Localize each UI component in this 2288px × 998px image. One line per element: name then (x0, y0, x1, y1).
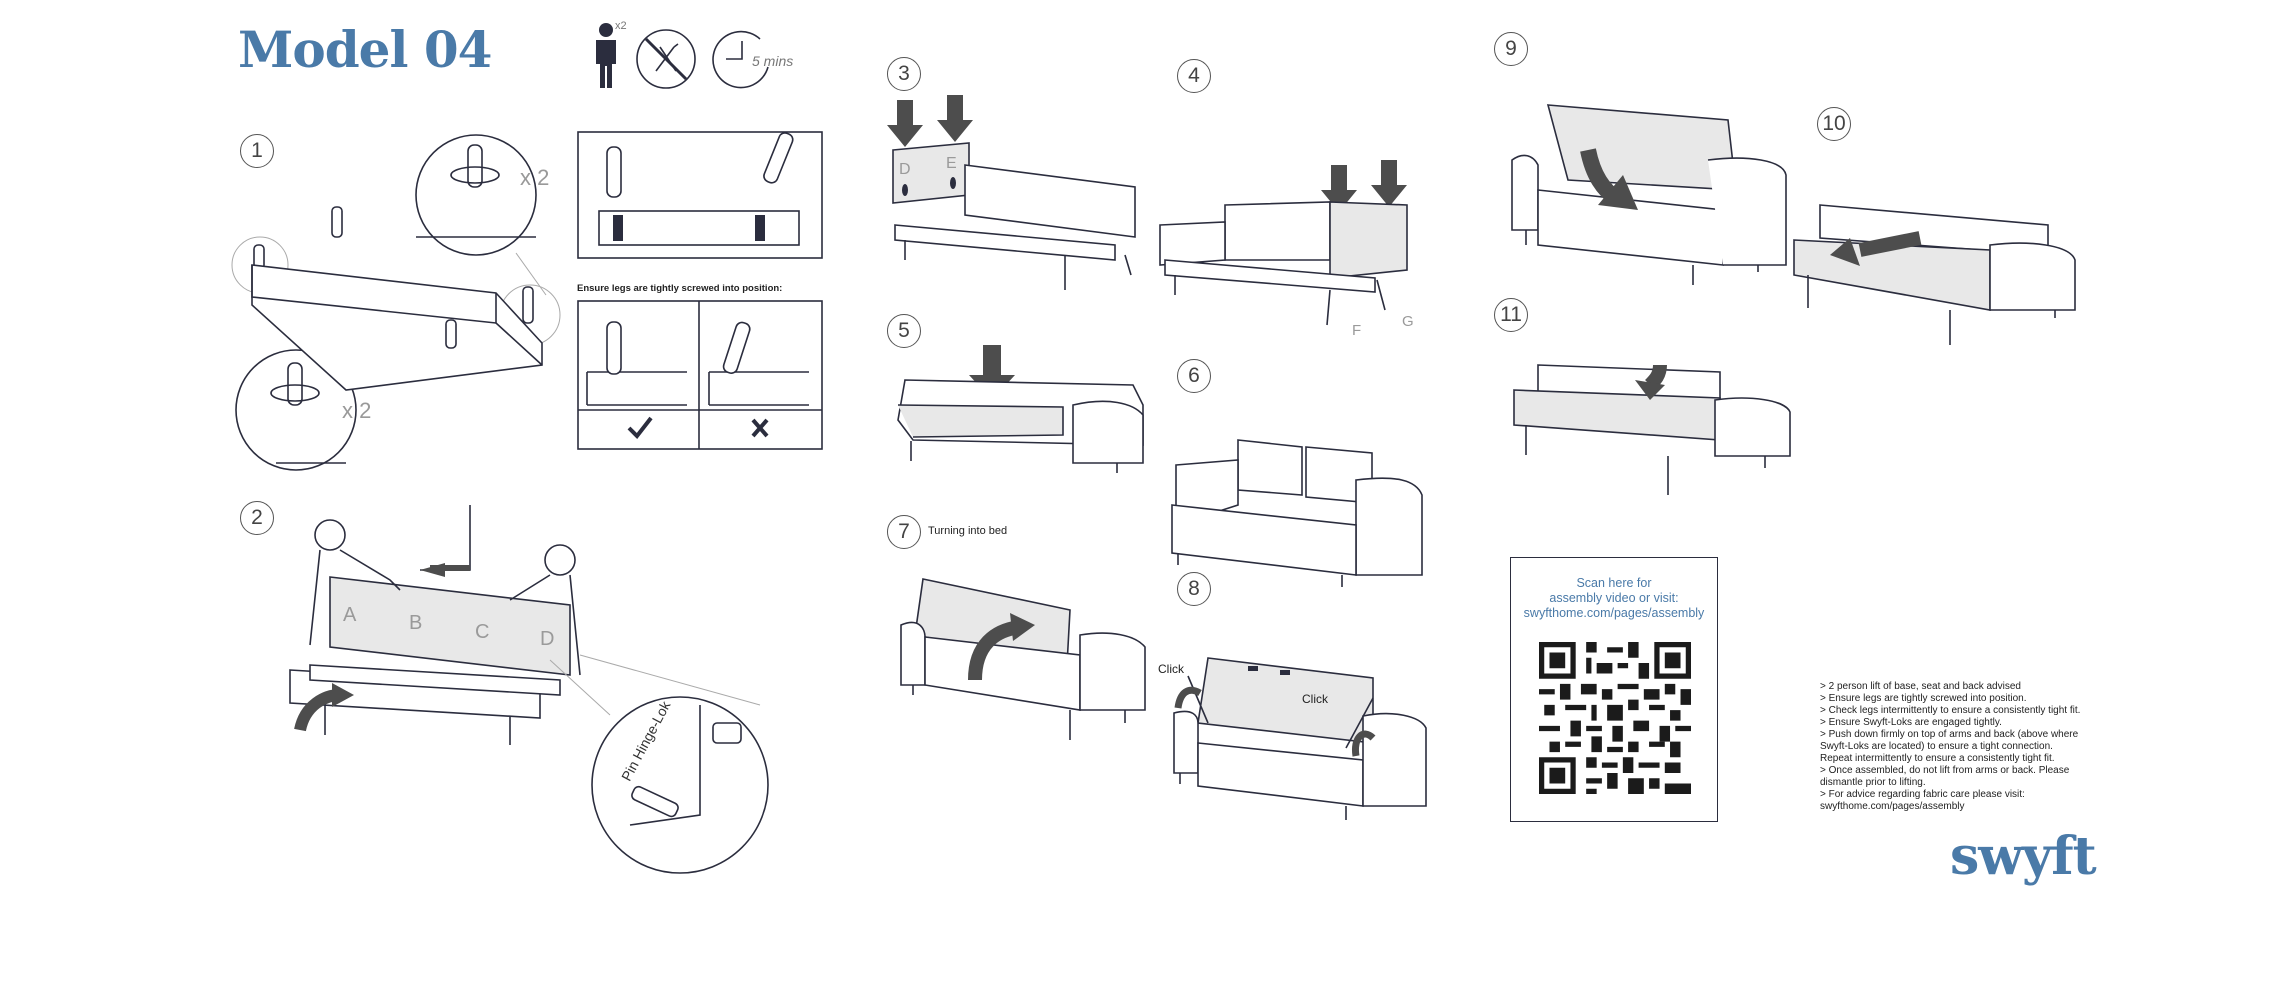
assembly-notes: > 2 person lift of base, seat and back a… (1820, 681, 2082, 813)
step3-illustration (887, 95, 1136, 290)
brand-logo: swyft (1950, 826, 2097, 887)
note-line: Swyft-Loks are located) to ensure a tigh… (1820, 741, 2053, 752)
step4-letter-f: F (1352, 322, 1362, 339)
step10-illustration (1793, 204, 2076, 345)
step1-multiplier-top: x 2 (520, 165, 550, 190)
step1-illustration (231, 134, 561, 471)
qr-line-3[interactable]: swyfthome.com/pages/assembly (1523, 606, 1705, 620)
note-line: > For advice regarding fabric care pleas… (1820, 789, 2025, 800)
step6-illustration (1171, 439, 1423, 587)
step9-illustration (1511, 104, 1787, 285)
step-number-6: 6 (1177, 359, 1211, 393)
qr-line-1: Scan here for (1576, 576, 1652, 590)
step2-letter-b: B (409, 612, 423, 634)
step-number-4: 4 (1177, 59, 1211, 93)
qr-code-image[interactable] (1539, 642, 1691, 794)
time-label: 5 mins (752, 53, 794, 69)
step-number-5: 5 (887, 314, 921, 348)
step2-letter-a: A (343, 604, 357, 626)
step4-letter-g: G (1402, 313, 1414, 330)
step-number-8: 8 (1177, 572, 1211, 606)
step8-click-left: Click (1158, 662, 1184, 676)
step8-illustration (1173, 657, 1427, 820)
manual-title: Model 04 (238, 20, 492, 79)
note-line[interactable]: swyfthome.com/pages/assembly (1820, 801, 1965, 812)
step-number-3: 3 (887, 57, 921, 91)
note-line: > Check legs intermittently to ensure a … (1820, 705, 2081, 716)
step-number-1: 1 (240, 134, 274, 168)
step8-click-right: Click (1302, 692, 1328, 706)
note-line: Repeat intermittently to ensure a consis… (1820, 753, 2055, 764)
step2-illustration (289, 505, 769, 874)
legs-demo-box (577, 131, 823, 259)
legs-check-box (577, 300, 823, 450)
step4-illustration (1159, 160, 1408, 326)
note-line: dismantle prior to lifting. (1820, 777, 1926, 788)
no-tools-icon (636, 29, 696, 89)
step2-letter-d: D (540, 628, 555, 650)
step-number-10: 10 (1817, 107, 1851, 141)
step-number-7: 7 (887, 515, 921, 549)
step3-letter-e: E (946, 155, 957, 172)
note-line: > Ensure legs are tightly screwed into p… (1820, 693, 2027, 704)
note-line: > Push down firmly on top of arms and ba… (1820, 729, 2079, 740)
step2-letter-c: C (475, 621, 490, 643)
person-icon (596, 23, 616, 88)
step5-illustration (897, 345, 1144, 473)
step3-letter-d: D (899, 161, 911, 178)
step-number-2: 2 (240, 501, 274, 535)
legs-caption: Ensure legs are tightly screwed into pos… (577, 283, 783, 294)
note-line: > 2 person lift of base, seat and back a… (1820, 681, 2021, 692)
step-number-9: 9 (1494, 32, 1528, 66)
note-line: > Ensure Swyft-Loks are engaged tightly. (1820, 717, 2002, 728)
step7-illustration (900, 578, 1146, 740)
step1-multiplier-bottom: x 2 (342, 398, 372, 423)
step11-illustration (1513, 364, 1791, 495)
step7-caption: Turning into bed (928, 525, 1008, 537)
clock-icon (712, 30, 769, 89)
qr-panel: Scan here for assembly video or visit: s… (1510, 557, 1718, 822)
step-number-11: 11 (1494, 298, 1528, 332)
people-count: x2 (615, 20, 627, 32)
qr-line-2: assembly video or visit: (1549, 591, 1679, 605)
note-line: > Once assembled, do not lift from arms … (1820, 765, 2070, 776)
